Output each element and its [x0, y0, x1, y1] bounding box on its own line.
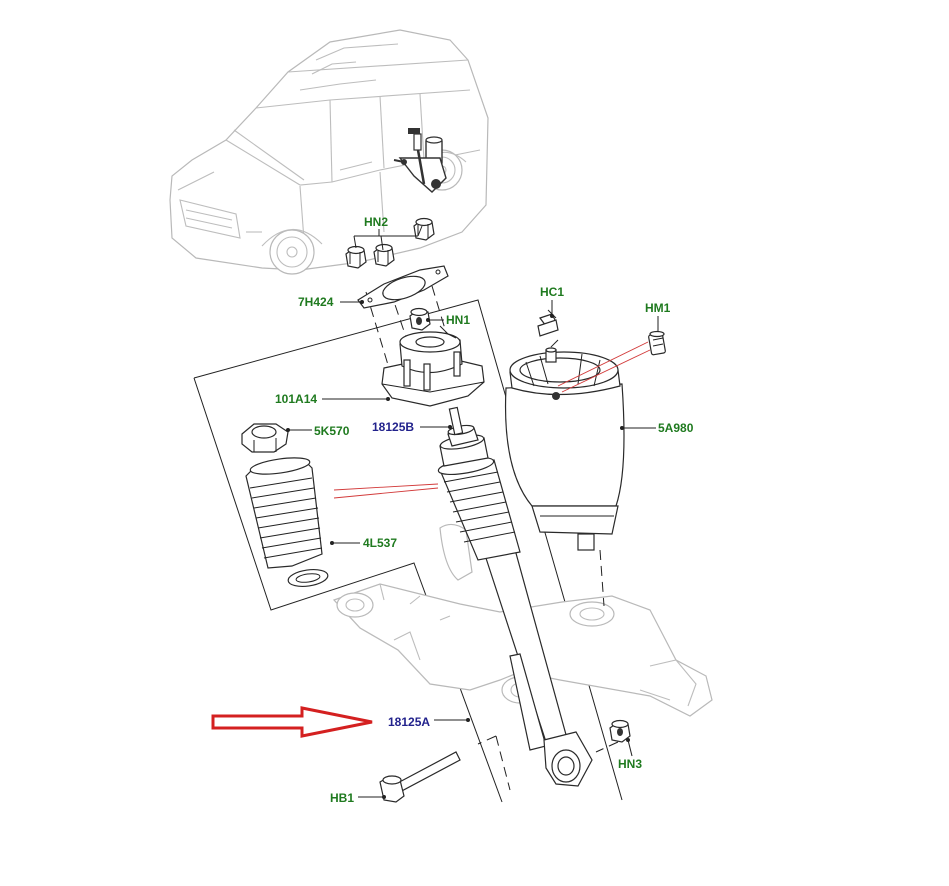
hn2-nut-right: [413, 217, 435, 241]
label-hb1: HB1: [330, 791, 354, 805]
leader-lines: [286, 225, 659, 799]
label-hn3: HN3: [618, 757, 642, 771]
hn1-nut: [409, 307, 431, 331]
part-labels: HN2 7H424 HN1 101A14 18125B 5K570 4L537 …: [275, 215, 694, 805]
label-hc1: HC1: [540, 285, 564, 299]
vehicle-suspension-highlight: [393, 128, 447, 193]
top-mount-101a14: [381, 325, 485, 407]
label-18125a: 18125A: [388, 715, 430, 729]
bolt-hb1: [379, 751, 461, 803]
label-7h424: 7H424: [298, 295, 334, 309]
air-spring-5a980: [504, 347, 625, 551]
label-18125b: 18125B: [372, 420, 414, 434]
air-fitting-hm1: [648, 330, 666, 356]
label-5a980: 5A980: [658, 421, 694, 435]
top-mount-gasket: [357, 265, 449, 309]
label-101a14: 101A14: [275, 392, 317, 406]
label-hn1: HN1: [446, 313, 470, 327]
shock-absorber: [437, 406, 593, 787]
red-outline-arrow-right-icon: [211, 706, 373, 738]
hn3-nut: [609, 719, 631, 743]
reference-lines: [333, 341, 651, 499]
label-4l537: 4L537: [363, 536, 397, 550]
hn2-nut-middle: [373, 243, 395, 267]
label-5k570: 5K570: [314, 424, 350, 438]
rebound-nut-5k570: [241, 423, 289, 453]
label-hm1: HM1: [645, 301, 671, 315]
hn2-nut-left: [345, 245, 367, 269]
label-hn2: HN2: [364, 215, 388, 229]
dust-boot-4l537: [245, 457, 329, 587]
clip-hc1: [537, 309, 559, 337]
